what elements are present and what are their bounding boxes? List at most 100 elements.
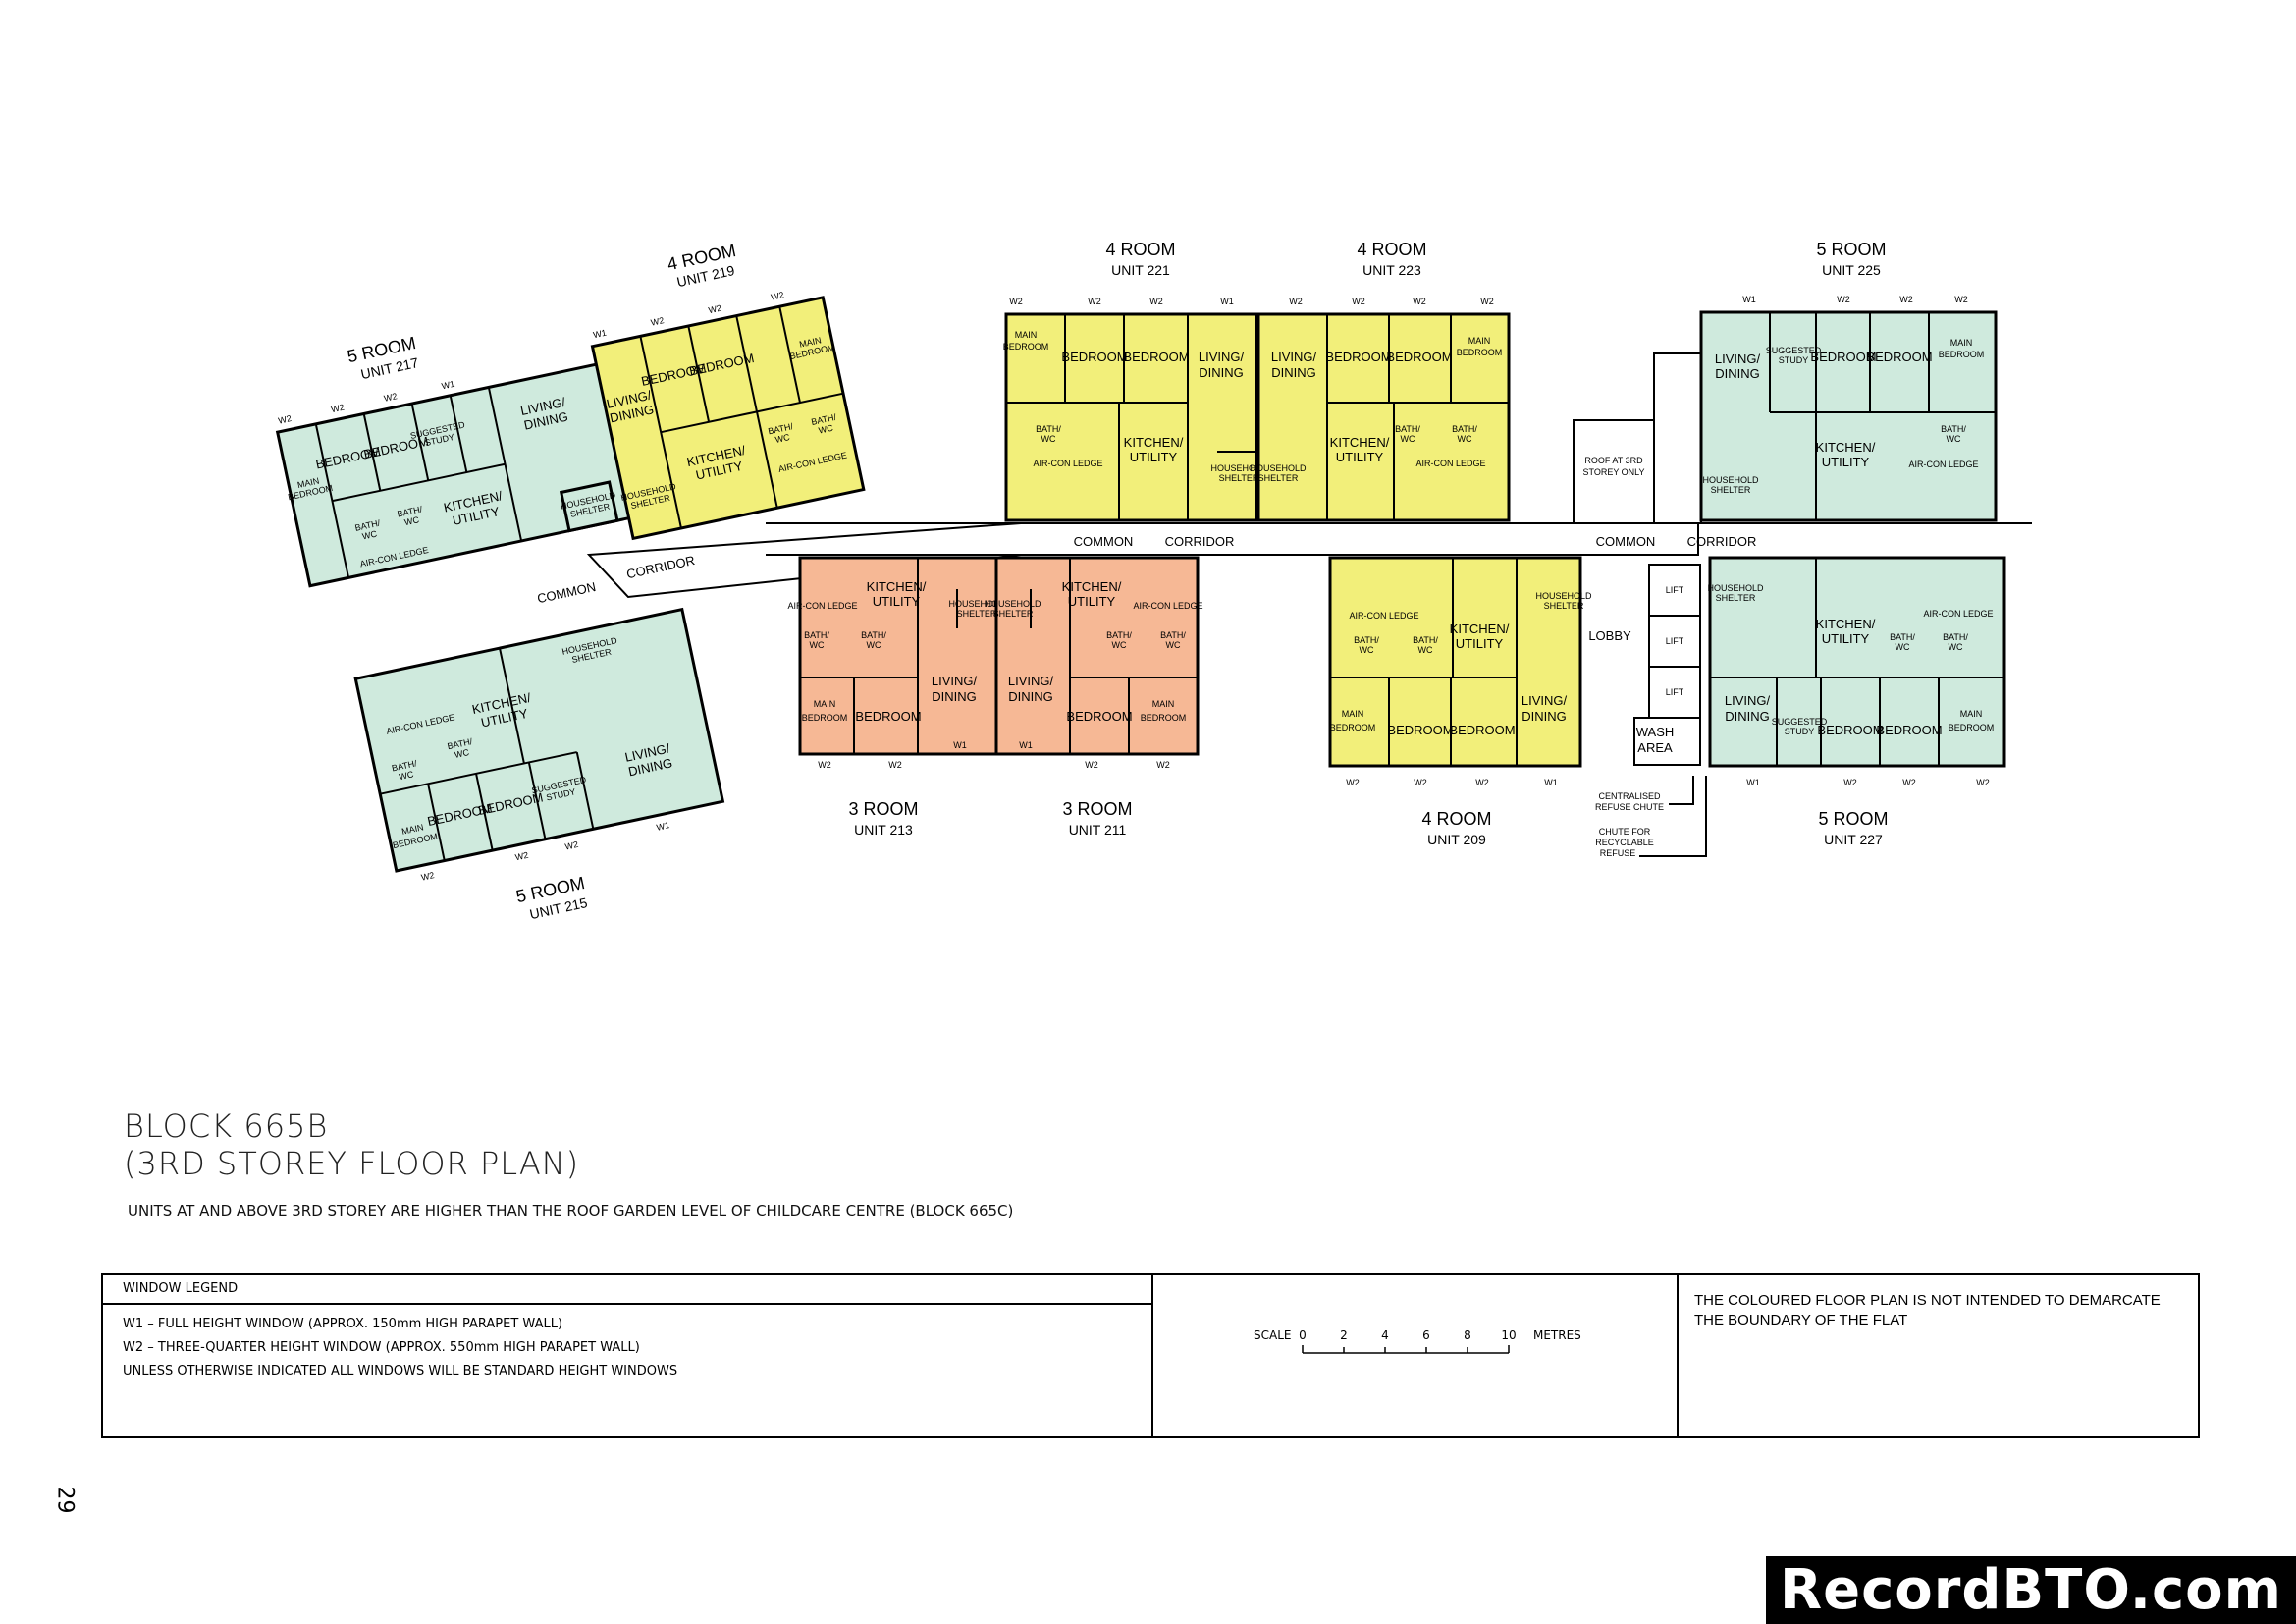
bath-wc-label: WC — [403, 514, 420, 527]
unit-number-label: UNIT 221 — [1111, 262, 1170, 278]
bedroom-label: BEDROOM — [1061, 350, 1127, 364]
living-dining-label: LIVING/ — [1522, 693, 1568, 708]
window-w1-label: W1 — [1742, 295, 1756, 304]
window-w2-label: W2 — [278, 413, 293, 426]
living-dining-label: DINING — [1522, 709, 1567, 724]
study-label: SUGGESTED — [1772, 717, 1828, 727]
window-w1-label: W1 — [1746, 778, 1760, 787]
scale-tick: 6 — [1422, 1328, 1430, 1342]
study-label: STUDY — [1779, 355, 1809, 365]
bath-wc-label: WC — [398, 769, 414, 782]
unit-number-label: UNIT 227 — [1824, 832, 1883, 847]
wash-area-label: WASH — [1636, 725, 1675, 739]
bath-wc-label: WC — [774, 432, 791, 445]
living-dining-label: DINING — [1725, 709, 1770, 724]
bedroom-label: BEDROOM — [1810, 350, 1876, 364]
kitchen-utility-label: KITCHEN/ — [1330, 435, 1390, 450]
window-w2-label: W2 — [770, 290, 784, 302]
bath-wc-label: WC — [1458, 434, 1472, 444]
scale-tick: 10 — [1501, 1328, 1516, 1342]
window-w2-label: W2 — [1085, 760, 1098, 770]
window-w1-label: W1 — [1220, 297, 1234, 306]
disclaimer-panel: THE COLOURED FLOOR PLAN IS NOT INTENDED … — [1679, 1275, 2198, 1436]
lift-label: LIFT — [1666, 585, 1684, 595]
kitchen-utility-label: UTILITY — [1336, 450, 1384, 464]
main-bedroom-label: MAIN — [296, 476, 320, 490]
kitchen-utility-label: KITCHEN/ — [1816, 440, 1876, 455]
unit-number-label: UNIT 225 — [1822, 262, 1881, 278]
floor-plan-subtitle: (3RD STOREY FLOOR PLAN) — [124, 1145, 580, 1182]
aircon-ledge-label: AIR-CON LEDGE — [1415, 459, 1485, 468]
living-dining-label: DINING — [1271, 365, 1316, 380]
living-dining-label: DINING — [1715, 366, 1760, 381]
legend-w2: W2 – THREE-QUARTER HEIGHT WINDOW (APPROX… — [123, 1340, 640, 1355]
bath-wc-label: BATH/ — [1890, 632, 1915, 642]
window-w2-label: W2 — [1837, 295, 1850, 304]
main-bedroom-label: BEDROOM — [802, 713, 848, 723]
bedroom-label: BEDROOM — [1123, 350, 1189, 364]
bedroom-label: BEDROOM — [1449, 723, 1515, 737]
wash-area-label: AREA — [1637, 740, 1673, 755]
window-w2-label: W2 — [1899, 295, 1913, 304]
bedroom-label: BEDROOM — [1866, 350, 1932, 364]
window-legend-heading: WINDOW LEGEND — [103, 1275, 1151, 1305]
bath-wc-label: WC — [818, 423, 834, 436]
window-w2-label: W2 — [1954, 295, 1968, 304]
lift-label: LIFT — [1666, 636, 1684, 646]
chute-note: CENTRALISED — [1598, 791, 1661, 801]
main-bedroom-label: MAIN — [1468, 336, 1491, 346]
kitchen-utility-label: UTILITY — [1822, 631, 1870, 646]
unit-223: LIVING/ DINING BEDROOM BEDROOM MAIN BEDR… — [1250, 297, 1511, 522]
unit-211: HOUSEHOLD SHELTER KITCHEN/ UTILITY AIR-C… — [985, 556, 1203, 770]
main-bedroom-label: MAIN — [1015, 330, 1038, 340]
bedroom-label: BEDROOM — [1817, 723, 1883, 737]
bath-wc-label: WC — [454, 747, 470, 760]
window-w2-label: W2 — [514, 850, 529, 863]
bath-wc-label: BATH/ — [1413, 635, 1438, 645]
window-w1-label: W1 — [441, 379, 455, 392]
brand-watermark: RecordBTO.com — [1766, 1556, 2296, 1624]
bath-wc-label: BATH/ — [1160, 630, 1186, 640]
bath-wc-label: WC — [1949, 642, 1963, 652]
unit-227: HOUSEHOLD SHELTER KITCHEN/ UTILITY BATH/… — [1707, 556, 2006, 787]
household-shelter-label: SHELTER — [1716, 593, 1756, 603]
unit-221: MAIN BEDROOM BEDROOM BEDROOM LIVING/ DIN… — [1003, 297, 1267, 522]
unit-type-label: 5 ROOM — [1818, 809, 1888, 829]
window-w2-label: W2 — [420, 870, 435, 883]
bath-wc-label: BATH/ — [1452, 424, 1477, 434]
household-shelter-label: HOUSEHOLD — [985, 599, 1041, 609]
bedroom-label: BEDROOM — [1876, 723, 1942, 737]
household-shelter-label: SHELTER — [1711, 485, 1751, 495]
scale-panel — [1153, 1275, 1679, 1436]
unit-type-label: 4 ROOM — [1421, 809, 1491, 829]
main-bedroom-label: MAIN — [400, 822, 424, 836]
study-label: SUGGESTED — [1766, 346, 1822, 355]
household-shelter-label: SHELTER — [1219, 473, 1259, 483]
household-shelter-label: HOUSEHOLD — [1535, 591, 1592, 601]
bath-wc-label: WC — [1418, 645, 1433, 655]
window-w2-label: W2 — [1009, 297, 1023, 306]
unit-number-label: UNIT 213 — [854, 822, 913, 838]
household-shelter-label: HOUSEHOLD — [1210, 463, 1267, 473]
aircon-ledge-label: AIR-CON LEDGE — [1033, 459, 1102, 468]
chute-note: REFUSE CHUTE — [1595, 802, 1664, 812]
window-w2-label: W2 — [383, 391, 398, 404]
household-shelter-label: HOUSEHOLD — [1707, 583, 1764, 593]
window-w2-label: W2 — [708, 303, 722, 316]
bath-wc-label: WC — [1166, 640, 1181, 650]
window-w2-label: W2 — [1413, 297, 1426, 306]
window-w2-label: W2 — [564, 839, 579, 852]
household-shelter-label: SHELTER — [993, 609, 1034, 619]
main-bedroom-label: MAIN — [1950, 338, 1973, 348]
living-dining-label: LIVING/ — [932, 674, 978, 688]
main-bedroom-label: MAIN — [1960, 709, 1983, 719]
living-dining-label: DINING — [1008, 689, 1053, 704]
main-bedroom-label: MAIN — [1342, 709, 1364, 719]
household-shelter-label: HOUSEHOLD — [948, 599, 1005, 609]
living-dining-label: DINING — [1199, 365, 1244, 380]
unit-217: MAIN BEDROOM BEDROOM BEDROOM SUGGESTED S… — [275, 360, 639, 588]
block-name: BLOCK 665B — [124, 1108, 329, 1145]
bath-wc-label: WC — [1112, 640, 1127, 650]
window-w2-label: W2 — [1156, 760, 1170, 770]
